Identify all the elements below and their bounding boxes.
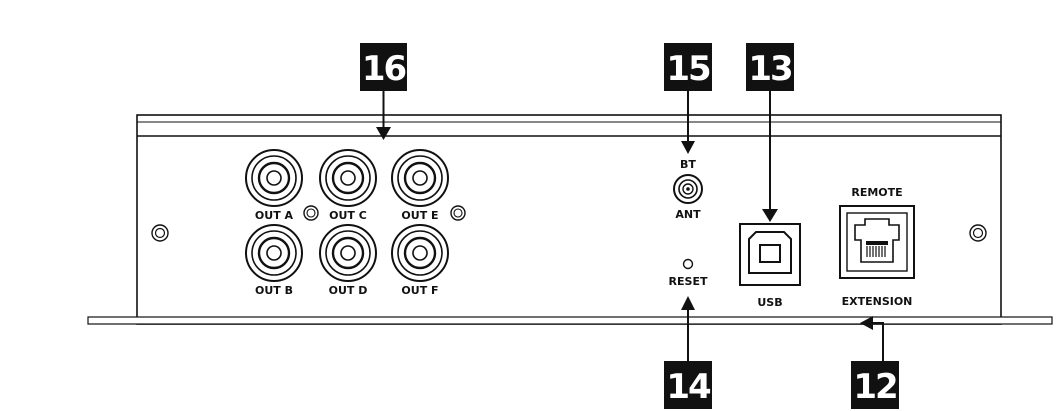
label-reset: RESET <box>669 275 708 288</box>
right-screw-icon <box>969 224 987 242</box>
reset-hole-icon <box>682 258 694 270</box>
arrow-down-icon <box>681 141 695 154</box>
label-ant: ANT <box>675 208 701 221</box>
rca-out-e-icon <box>391 149 449 207</box>
arrow-down-icon <box>376 127 391 140</box>
callout-14: 14 <box>664 296 713 409</box>
callout-14-number: 14 <box>666 367 711 407</box>
label-usb: USB <box>757 296 782 309</box>
arrow-left-icon <box>860 316 873 330</box>
usb-b-port-icon <box>739 223 801 286</box>
callout-13: 13 <box>746 43 794 222</box>
label-out-f: OUT F <box>401 284 438 297</box>
arrow-up-icon <box>681 296 695 310</box>
rca-out-b-icon <box>245 224 303 282</box>
label-out-d: OUT D <box>329 284 368 297</box>
rca-out-d-icon <box>319 224 377 282</box>
callout-16: 16 <box>360 43 407 140</box>
bt-antenna-connector-icon <box>673 174 703 204</box>
rj-remote-port-icon <box>839 205 915 279</box>
callout-15: 15 <box>664 43 712 154</box>
screw-icon <box>450 205 466 221</box>
rca-out-a-icon <box>245 149 303 207</box>
callout-16-number: 16 <box>362 49 406 89</box>
label-bt: BT <box>680 158 696 171</box>
callout-15-number: 15 <box>666 49 710 89</box>
arrow-down-icon <box>762 209 778 222</box>
callout-12: 12 <box>851 316 899 409</box>
label-extension: EXTENSION <box>842 295 913 308</box>
label-out-b: OUT B <box>255 284 293 297</box>
label-out-a: OUT A <box>255 209 294 222</box>
label-out-e: OUT E <box>401 209 438 222</box>
label-out-c: OUT C <box>329 209 367 222</box>
callout-12-number: 12 <box>853 367 896 407</box>
label-remote: REMOTE <box>851 186 902 199</box>
left-screw-icon <box>151 224 169 242</box>
screw-icon <box>303 205 319 221</box>
callout-13-number: 13 <box>748 49 791 89</box>
rca-out-f-icon <box>391 224 449 282</box>
rca-out-c-icon <box>319 149 377 207</box>
